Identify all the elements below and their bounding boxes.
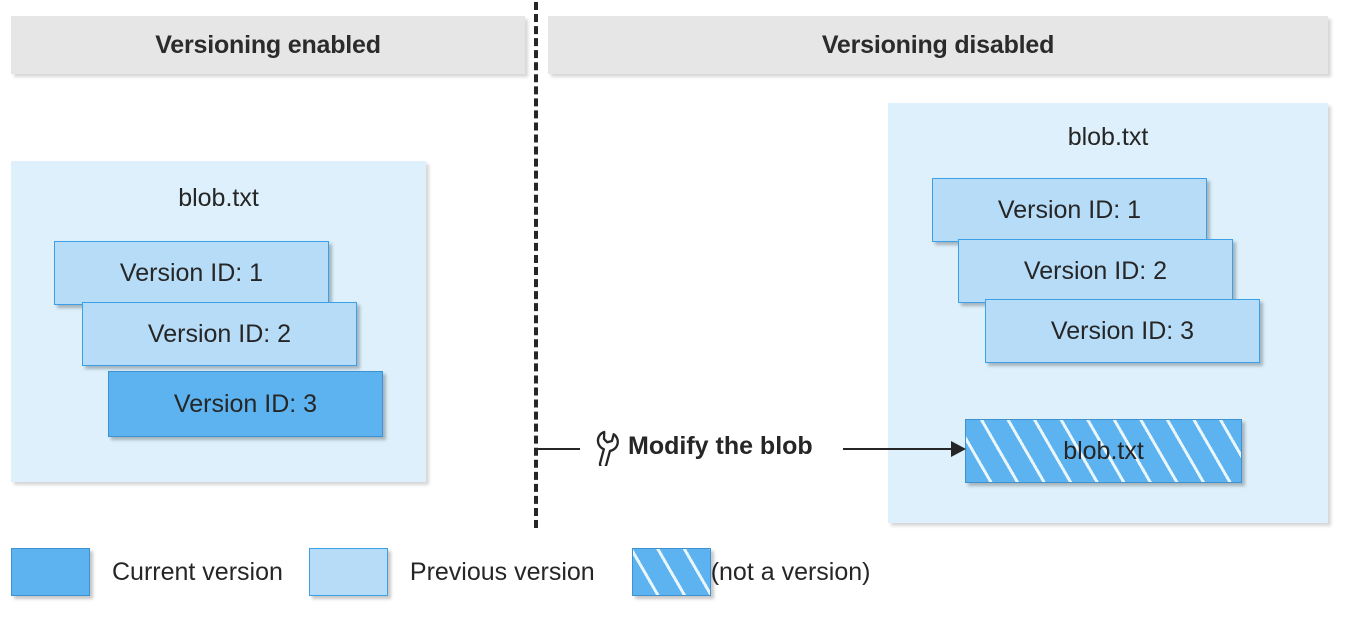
vertical-dashed-divider [534,2,538,528]
modify-the-blob-connector: Modify the blob [536,420,968,478]
legend-swatch-hatched-icon [631,548,711,596]
panel-left-title: blob.txt [178,184,259,212]
blob-box-label: blob.txt [1063,436,1144,465]
legend-swatch-current-icon [11,548,90,596]
legend-item-current-version: Current version [11,548,283,596]
version-card-label: Version ID: 2 [1023,256,1168,285]
header-versioning-enabled: Versioning enabled [11,16,525,74]
legend-swatch-previous-icon [308,548,388,596]
header-left-label: Versioning enabled [155,30,381,59]
version-card-1-enabled: Version ID: 1 [54,241,329,305]
version-card-2-enabled: Version ID: 2 [82,302,357,366]
version-card-label: Version ID: 2 [147,319,292,348]
header-versioning-disabled: Versioning disabled [548,16,1328,74]
panel-versioning-enabled: blob.txt Version ID: 1 Version ID: 2 Ver… [11,161,426,482]
header-right-label: Versioning disabled [821,30,1055,59]
version-card-label: Version ID: 3 [1050,316,1195,345]
legend-label-previous: Previous version [409,557,595,586]
version-card-label: Version ID: 3 [173,389,318,418]
legend: Current version Previous version Blob (n… [11,547,871,597]
legend-label-current: Current version [112,557,283,586]
connector-label: Modify the blob [628,432,813,460]
version-card-label: Version ID: 1 [997,195,1142,224]
connector-line-right [843,448,953,450]
version-card-3-enabled-current: Version ID: 3 [108,371,383,437]
version-card-3-disabled: Version ID: 3 [985,299,1260,363]
connector-line-left [536,448,580,450]
panel-right-title: blob.txt [1067,123,1149,151]
legend-item-previous-version: Previous version [308,548,595,596]
wrench-icon [588,430,624,469]
blob-not-a-version-box: blob.txt [965,419,1242,483]
version-card-2-disabled: Version ID: 2 [958,239,1233,303]
version-card-1-disabled: Version ID: 1 [932,178,1207,242]
legend-item-blob-not-a-version: Blob (not a version) [631,548,871,596]
arrow-head-icon [951,441,966,457]
version-card-label: Version ID: 1 [119,258,264,287]
